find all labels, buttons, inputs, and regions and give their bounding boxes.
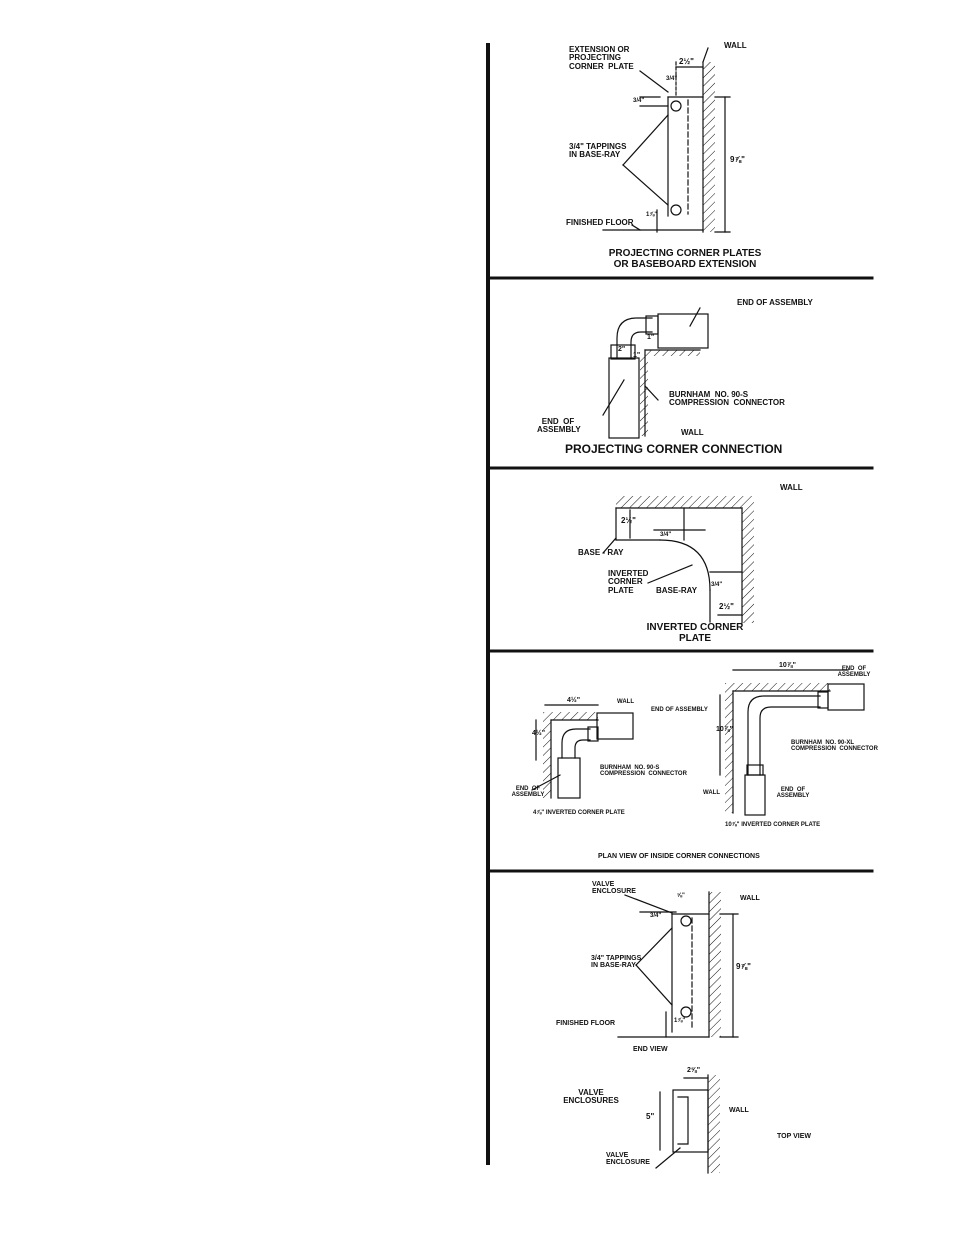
panel2-connector-label: BURNHAM NO. 90-S COMPRESSION CONNECTOR bbox=[669, 390, 785, 408]
panel2-dim-a: 1" bbox=[647, 334, 655, 341]
panel5-top-view-label: TOP VIEW bbox=[777, 1133, 811, 1140]
panel1-floor-label: FINISHED FLOOR bbox=[566, 218, 634, 227]
panel4-right-end-right-label: END OF ASSEMBLY bbox=[837, 666, 871, 679]
panel3-dim-right-v: 3/4" bbox=[711, 582, 723, 588]
panel3-baseray-right-label: BASE-RAY bbox=[656, 586, 698, 595]
panel5-enclosure-top-label: VALVE ENCLOSURE bbox=[592, 881, 636, 896]
panel1-dim-small-left: 3/4" bbox=[633, 98, 645, 104]
panel1-dim-top: 2½" bbox=[679, 57, 694, 66]
panel4-caption: PLAN VIEW OF INSIDE CORNER CONNECTIONS bbox=[598, 853, 760, 860]
panel3-wall-label: WALL bbox=[780, 483, 803, 492]
panel4-left-end-right-label: END OF ASSEMBLY bbox=[651, 707, 708, 713]
panel5-dim-top2: 2⅝" bbox=[687, 1067, 701, 1074]
panel1-drawing bbox=[602, 47, 731, 233]
panel5-dim-five: 5" bbox=[646, 1112, 655, 1121]
panel5-tappings-label: 3/4" TAPPINGS IN BASE-RAY bbox=[591, 955, 642, 970]
panel4-left-dim-left: 4½" bbox=[532, 730, 546, 737]
panel3-caption: INVERTED CORNER PLATE bbox=[646, 622, 744, 644]
panel3-dim-small: 3/4" bbox=[660, 532, 672, 538]
panel2-dim-b: 2" bbox=[618, 346, 626, 353]
panel4-right-drawing bbox=[719, 669, 865, 816]
panel2-caption: PROJECTING CORNER CONNECTION bbox=[565, 442, 783, 456]
panel5-topview-drawing bbox=[655, 1074, 720, 1174]
panel2-drawing bbox=[602, 307, 709, 439]
panel1-wall-label: WALL bbox=[724, 41, 747, 50]
panel4-left-wall-label: WALL bbox=[617, 699, 634, 705]
panel2-dim-c: 1" bbox=[633, 352, 641, 359]
panel3-baseray-left-label: BASE - RAY bbox=[578, 548, 624, 557]
panel2-wall-label: WALL bbox=[681, 428, 704, 437]
panel4-left-end-left-label: END OF ASSEMBLY bbox=[511, 786, 545, 799]
panel3-dim-right-h: 2½" bbox=[719, 602, 734, 611]
panel4-left-drawing bbox=[531, 704, 634, 799]
panel1-dim-small-top: 3/4" bbox=[666, 76, 678, 82]
panel2-end-top-label: END OF ASSEMBLY bbox=[737, 298, 813, 307]
panel4-right-dim-top: 10⅞" bbox=[779, 662, 796, 669]
panel4-right-connector-label: BURNHAM NO. 90-XL COMPRESSION CONNECTOR bbox=[791, 740, 878, 753]
panel4-right-end-bottom-label: END OF ASSEMBLY bbox=[776, 787, 810, 800]
panel1-dim-floor: 1⅞" bbox=[646, 212, 658, 218]
panel5-enclosure-bottom-label: VALVE ENCLOSURE bbox=[606, 1152, 650, 1167]
panel1-dim-height: 9⅞" bbox=[730, 155, 745, 164]
panel3-dim-left: 2½" bbox=[621, 516, 636, 525]
panel5-dim-top: ⅝" bbox=[677, 893, 685, 899]
panel1-tappings-label: 3/4" TAPPINGS IN BASE-RAY bbox=[569, 142, 627, 160]
panel2-end-left-label: END OF ASSEMBLY bbox=[537, 417, 581, 435]
panel4-right-caption: 10⅞" INVERTED CORNER PLATE bbox=[725, 822, 821, 828]
panel4-left-caption: 4⅞" INVERTED CORNER PLATE bbox=[533, 810, 625, 816]
panel5-dim-height: 9⅞" bbox=[736, 962, 751, 971]
panel4-right-dim-left: 10⅞" bbox=[716, 726, 733, 733]
panel5-dim-floor: 1⅞" bbox=[674, 1018, 686, 1024]
panel4-left-connector-label: BURNHAM NO. 90-S COMPRESSION CONNECTOR bbox=[600, 765, 687, 778]
panel1-plate-label: EXTENSION OR PROJECTING CORNER PLATE bbox=[569, 45, 634, 71]
panel5-wall-label: WALL bbox=[740, 895, 760, 902]
panel4-right-wall-label: WALL bbox=[703, 790, 720, 796]
panel4-left-dim-top: 4½" bbox=[567, 697, 581, 704]
panel5-wall2-label: WALL bbox=[729, 1107, 749, 1114]
panel5-endview-drawing bbox=[617, 891, 739, 1038]
panel5-valve-label: VALVE ENCLOSURES bbox=[563, 1088, 619, 1106]
panel5-dim-small: 3/4" bbox=[650, 913, 662, 919]
panel1-caption: PROJECTING CORNER PLATES OR BASEBOARD EX… bbox=[608, 248, 762, 270]
panel5-floor-label: FINISHED FLOOR bbox=[556, 1020, 616, 1027]
panel3-drawing bbox=[602, 496, 754, 624]
panel5-end-view-label: END VIEW bbox=[633, 1046, 668, 1053]
panel3-plate-label: INVERTED CORNER PLATE bbox=[608, 569, 649, 595]
